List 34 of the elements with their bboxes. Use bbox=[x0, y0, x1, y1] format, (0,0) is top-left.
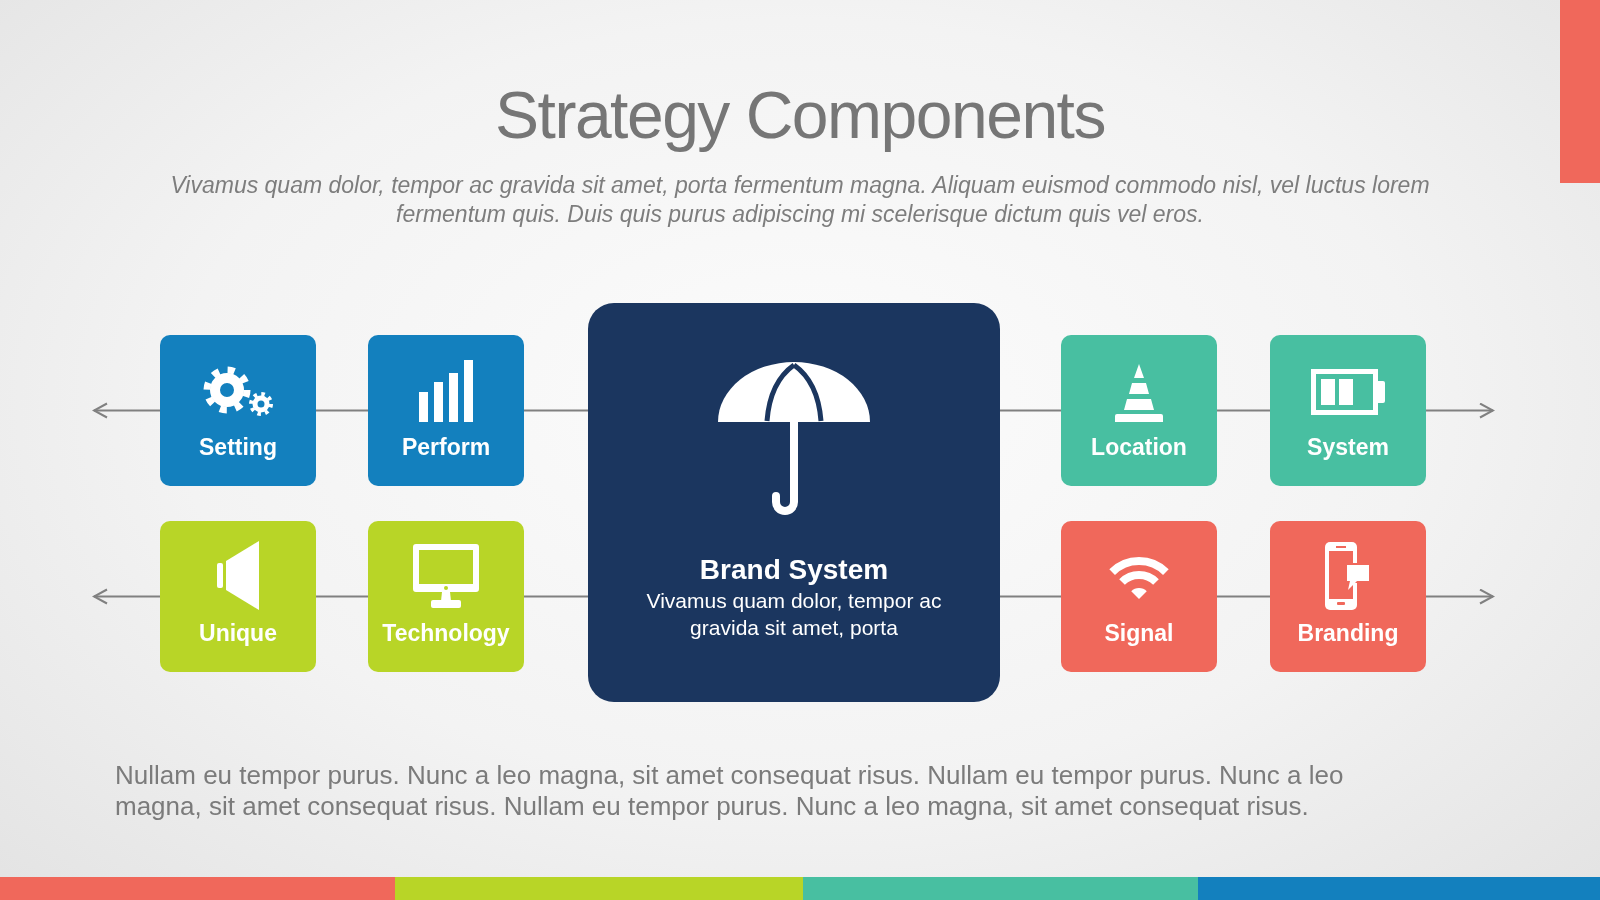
connector-line bbox=[523, 409, 589, 412]
connector-line bbox=[523, 595, 589, 598]
tile-label: Perform bbox=[401, 433, 491, 461]
feature-tile bbox=[160, 335, 316, 486]
subtitle-text: Vivamus quam dolor, tempor ac gravida sit amet, porta fermentum magna. Aliquam euismod commodo nisl, vel luctus lorem fermentum quis. Duis quis purus adipiscing mi scelerisque dictum quis vel eros. bbox=[169, 171, 1431, 229]
arrow bbox=[1425, 402, 1494, 419]
body-paragraph: Nullam eu tempor purus. Nunc a leo magna, sit amet consequat risus. Nullam eu tempor purus. Nunc a leo magna, sit amet consequat risus. Nullam eu tempor purus. Nunc a leo magna, sit amet consequat risus. bbox=[115, 760, 1345, 822]
card-text: Vivamus quam dolor, tempor ac gravida sit amet, porta bbox=[645, 588, 943, 641]
feature-tile bbox=[368, 335, 524, 486]
tile-label: Signal bbox=[1104, 619, 1174, 647]
feature-tile bbox=[1061, 521, 1217, 672]
feature-tile bbox=[368, 521, 524, 672]
tile-label: System bbox=[1307, 433, 1389, 461]
tile-label: Setting bbox=[199, 433, 277, 461]
tile-label: Technology bbox=[382, 619, 510, 647]
arrow bbox=[93, 588, 161, 605]
card-heading: Brand System bbox=[699, 553, 889, 587]
arrow bbox=[93, 402, 161, 419]
connector-line bbox=[1216, 409, 1271, 412]
tile-label: Location bbox=[1091, 433, 1187, 461]
feature-tile bbox=[1270, 335, 1426, 486]
connector-line bbox=[315, 409, 369, 412]
center-card bbox=[588, 303, 1000, 702]
tile-label: Branding bbox=[1297, 619, 1399, 647]
connector-line bbox=[315, 595, 369, 598]
feature-tile bbox=[1270, 521, 1426, 672]
tile-label: Unique bbox=[199, 619, 277, 647]
connector-line bbox=[1216, 595, 1271, 598]
arrow bbox=[1425, 588, 1494, 605]
connector-line bbox=[999, 595, 1062, 598]
slide-title: Strategy Components bbox=[495, 77, 1105, 154]
feature-tile bbox=[160, 521, 316, 672]
connector-line bbox=[999, 409, 1062, 412]
feature-tile bbox=[1061, 335, 1217, 486]
